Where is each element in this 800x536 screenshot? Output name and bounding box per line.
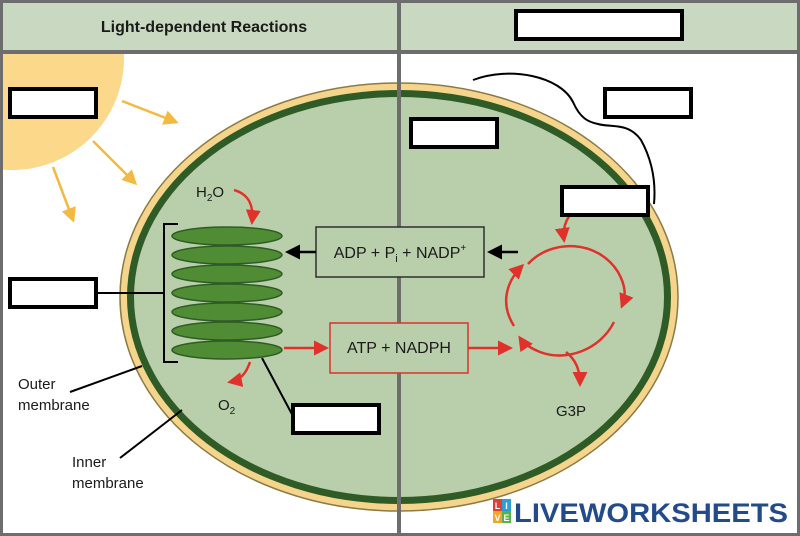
thylakoid-disc [171, 302, 283, 322]
cycle-arc [527, 244, 634, 309]
badge-tile [502, 511, 511, 523]
badge-letter: I [505, 501, 508, 511]
badge-letter: L [495, 501, 501, 511]
answer-box-cycle-top[interactable] [603, 87, 693, 119]
answer-box-header[interactable] [514, 9, 684, 41]
atp-nadph-label: ATP + NADPH [347, 340, 451, 357]
h2o-label: H2O [196, 184, 224, 204]
sun-ray-icon [121, 99, 179, 125]
badge-tile [493, 499, 502, 511]
adp-nadp-box [315, 226, 485, 278]
answer-box-granum[interactable] [8, 277, 98, 309]
badge-tile [502, 499, 511, 511]
sun-ray-icon [92, 140, 138, 186]
thylakoid-disc [171, 264, 283, 284]
inner-membrane-pointer [119, 409, 183, 459]
thylakoid-pointer-line [261, 357, 295, 419]
badge-tile [493, 511, 502, 523]
cycle-arc [505, 263, 525, 327]
thylakoid-disc [171, 226, 283, 246]
answer-box-stroma[interactable] [409, 117, 499, 149]
o2-label: O2 [218, 397, 236, 417]
atp-nadph-box [329, 322, 469, 374]
cycle-arc [518, 321, 616, 357]
thylakoid-disc [171, 321, 283, 341]
liveworksheets-logo: L I V E LIVEWORKSHEETS [493, 498, 788, 528]
answer-box-sun[interactable] [8, 87, 98, 119]
answer-box-thylakoid[interactable] [291, 403, 381, 435]
o2-arrow [227, 361, 252, 387]
pointer-line [472, 72, 656, 205]
badge-letter: E [503, 513, 509, 523]
g3p-arrow [565, 351, 588, 387]
light-dependent-title: Light-dependent Reactions [101, 19, 307, 36]
g3p-label: G3P [556, 403, 586, 420]
thylakoid-disc [171, 245, 283, 265]
sun-ray-icon [51, 166, 76, 223]
calvin-cycle [505, 244, 634, 357]
adp-nadp-label: ADP + Pi + NADP+ [334, 243, 467, 265]
granum [171, 226, 283, 360]
thylakoid-disc [171, 340, 283, 360]
badge-letter: V [494, 513, 500, 523]
watermark-text: LIVEWORKSHEETS [514, 498, 788, 528]
outer-membrane-pointer [69, 365, 143, 393]
answer-box-cycle[interactable] [560, 185, 650, 217]
thylakoid-disc [171, 283, 283, 303]
h2o-arrow [233, 188, 261, 225]
